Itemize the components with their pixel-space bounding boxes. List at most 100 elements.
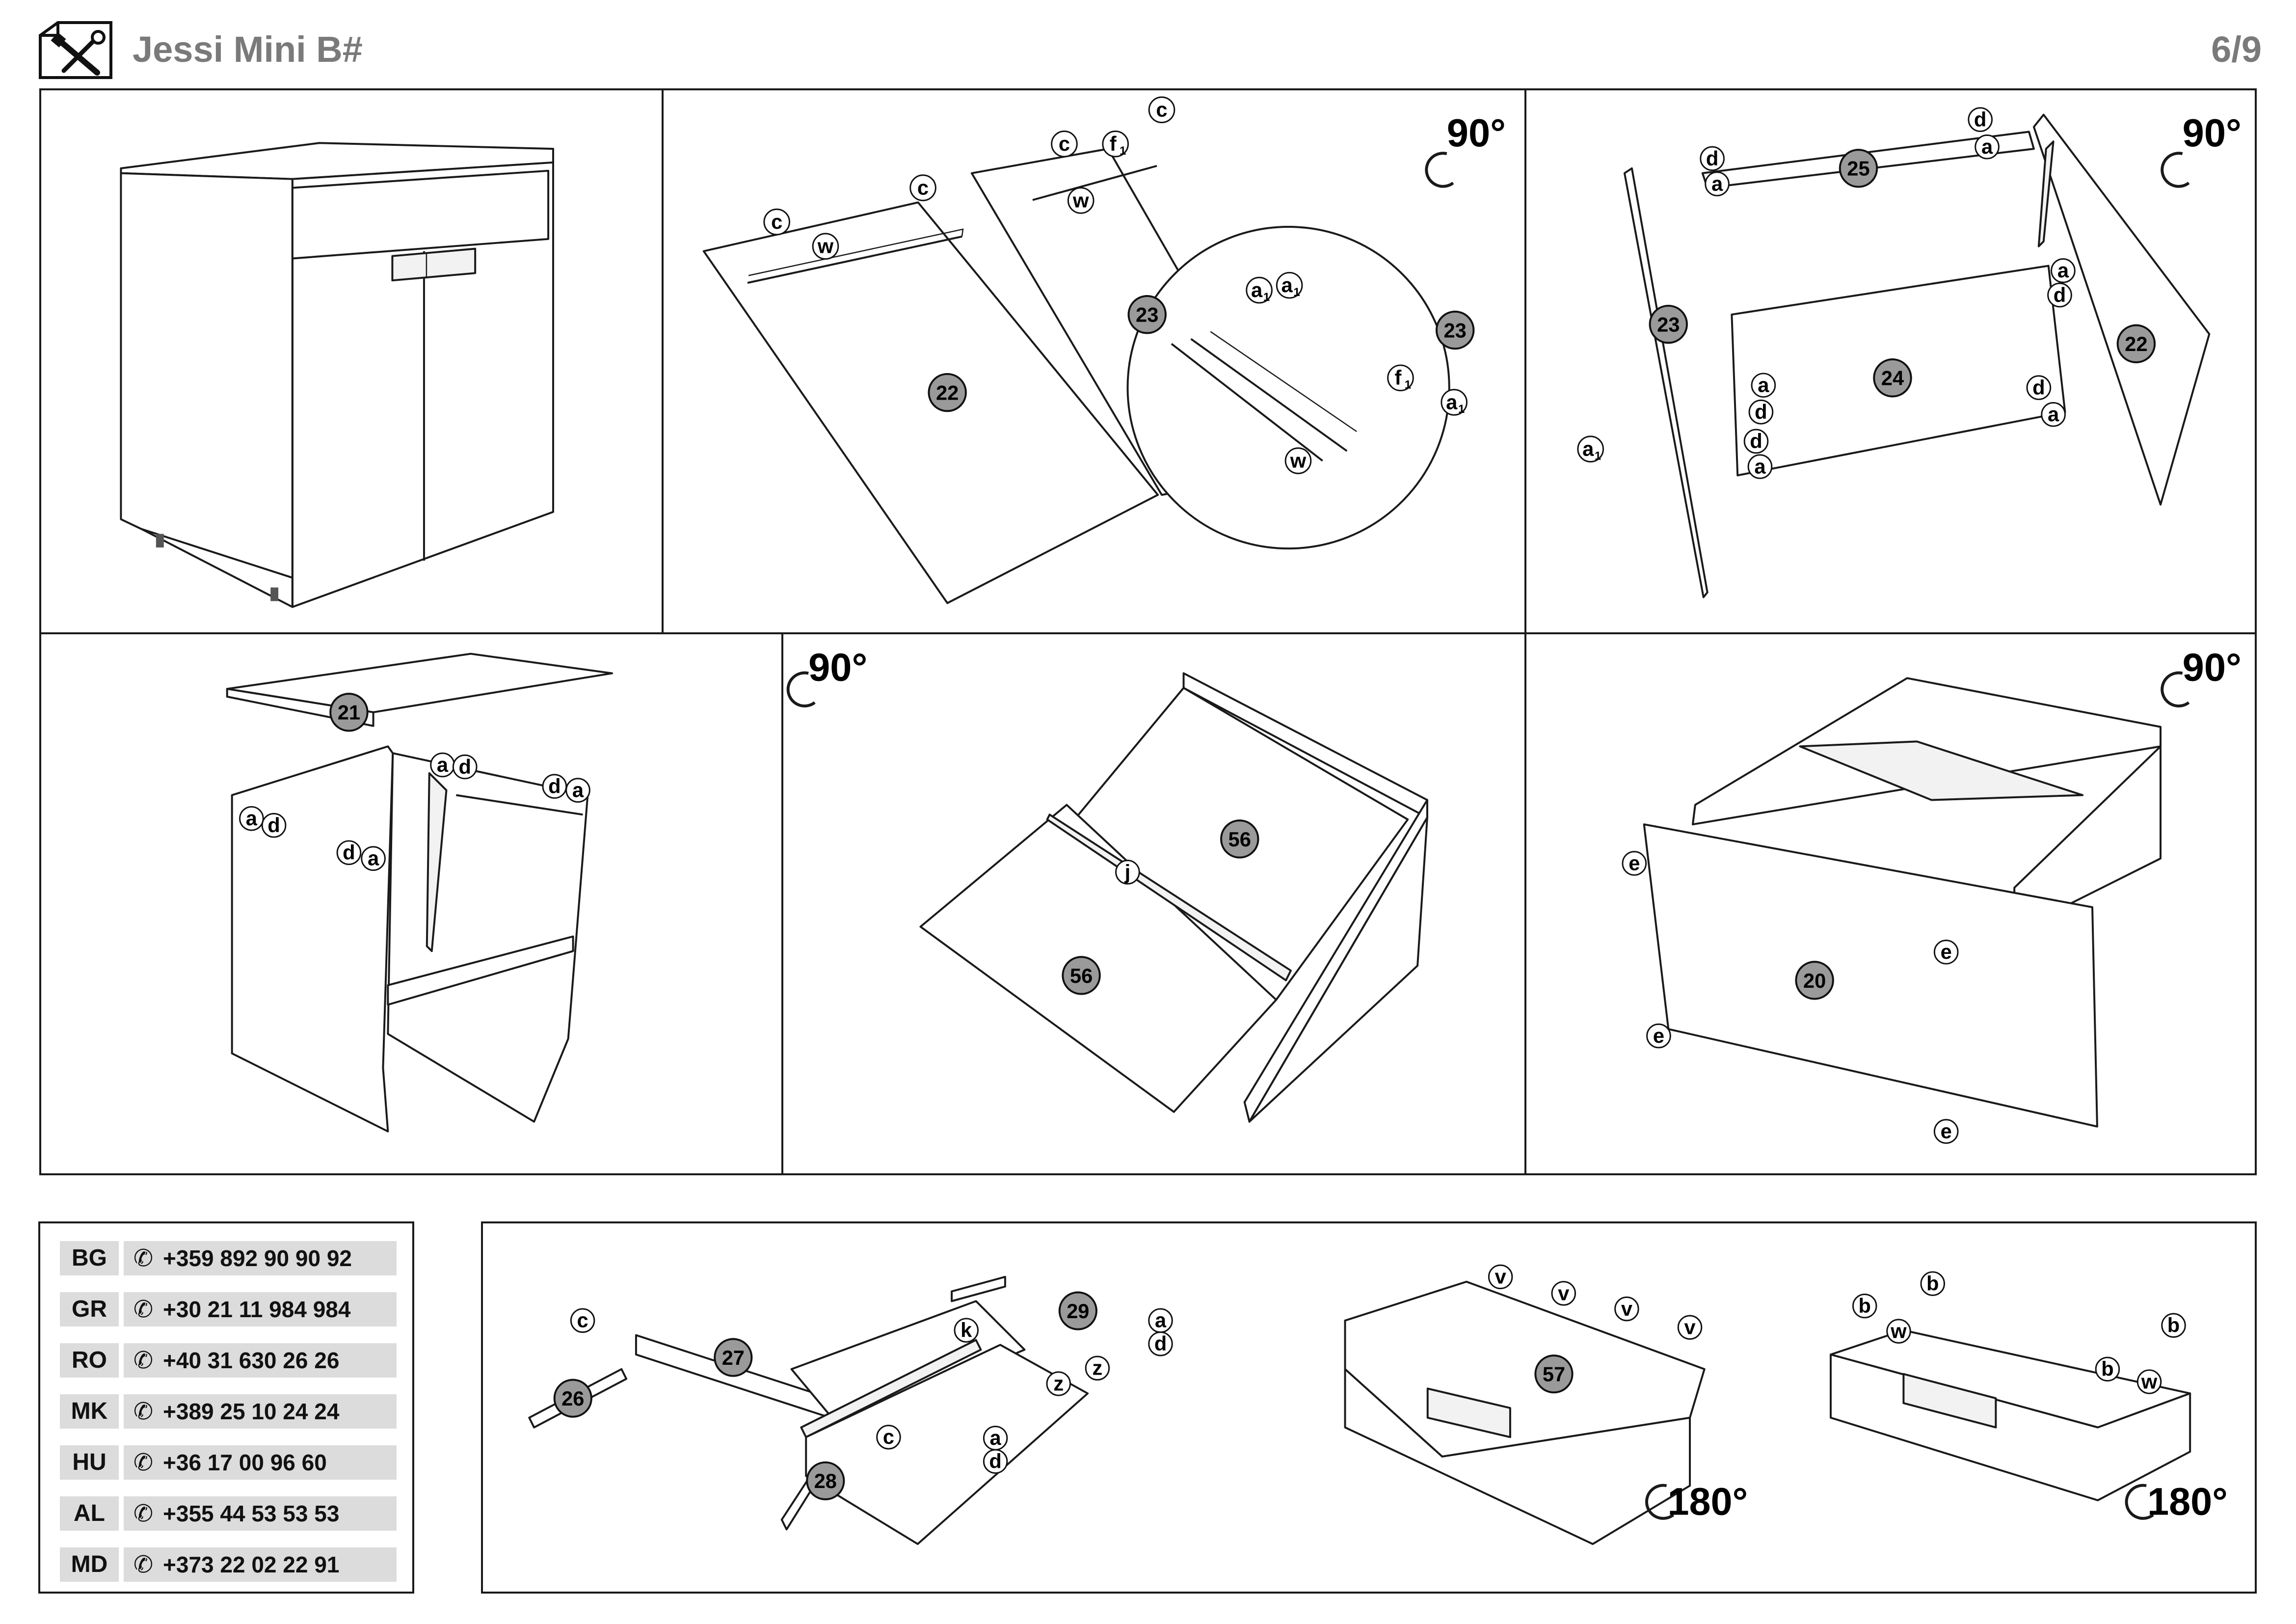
support-contacts-table: BG ✆+359 892 90 90 92 GR ✆+30 21 11 984 … — [38, 1221, 414, 1594]
svg-text:d: d — [267, 813, 280, 837]
svg-text:c: c — [1156, 98, 1167, 121]
svg-text:23: 23 — [1136, 303, 1158, 326]
hardware-label-e: e — [1646, 1023, 1671, 1049]
svg-text:e: e — [1653, 1024, 1664, 1047]
svg-text:20: 20 — [1803, 969, 1826, 992]
svg-text:f: f — [1395, 366, 1402, 389]
hardware-label-v: v — [1488, 1264, 1513, 1290]
country-code: AL — [60, 1496, 119, 1531]
hardware-label-d: d — [2047, 282, 2072, 308]
hardware-label-a: a — [1705, 171, 1730, 196]
svg-text:a: a — [1582, 437, 1594, 460]
svg-text:d: d — [458, 755, 471, 778]
hardware-label-a: a — [2041, 402, 2066, 427]
country-code: HU — [60, 1445, 119, 1480]
hardware-label-c: c — [763, 208, 790, 236]
svg-text:a: a — [1981, 135, 1993, 158]
hardware-label-d: d — [2026, 375, 2052, 400]
svg-text:c: c — [883, 1425, 894, 1448]
phone-icon: ✆ — [133, 1399, 154, 1425]
part-number-20: 20 — [1795, 961, 1834, 1000]
shelves-illustration: 56 56 j 90° — [786, 645, 1428, 1123]
svg-text:v: v — [1495, 1265, 1506, 1288]
svg-text:27: 27 — [722, 1346, 745, 1369]
finished-cabinet-illustration — [120, 142, 555, 608]
part-number-26: 26 — [553, 1379, 592, 1418]
hardware-label-b: b — [2161, 1313, 2186, 1338]
hardware-label-d: d — [1968, 107, 1993, 132]
phone-number: ✆+355 44 53 53 53 — [124, 1496, 397, 1531]
hardware-label-d: d — [261, 812, 287, 838]
hardware-label-d: d — [542, 774, 567, 799]
svg-text:1: 1 — [1595, 450, 1601, 463]
svg-text:a: a — [2057, 259, 2069, 282]
hardware-label-w: w — [1886, 1319, 1911, 1344]
door-illustration: 20 e e e e 90° — [1622, 645, 2242, 1144]
panel-step-door: 20 e e e e 90° — [1524, 632, 2257, 1175]
country-code: RO — [60, 1343, 119, 1378]
hardware-label-d: d — [1743, 429, 1769, 454]
svg-text:a: a — [1251, 278, 1263, 301]
panel-step-drawer: 26 27 28 29 57 c c k a d z z a d v v v v… — [481, 1221, 2257, 1594]
svg-text:v: v — [1684, 1316, 1695, 1339]
svg-text:w: w — [1290, 449, 1307, 472]
hardware-label-d: d — [1148, 1331, 1173, 1356]
svg-text:a: a — [1281, 273, 1293, 297]
svg-text:a: a — [572, 779, 584, 802]
svg-text:a: a — [1155, 1309, 1167, 1332]
svg-text:a: a — [437, 753, 449, 776]
hardware-label-c: c — [909, 174, 936, 201]
svg-text:a: a — [1758, 374, 1769, 397]
hardware-label-z: z — [1046, 1371, 1071, 1396]
svg-text:d: d — [1706, 147, 1718, 170]
hardware-label-c: c — [1051, 130, 1078, 158]
svg-text:c: c — [771, 210, 782, 233]
svg-text:1: 1 — [1120, 144, 1126, 158]
svg-text:90°: 90° — [2183, 111, 2242, 155]
svg-text:v: v — [1621, 1297, 1632, 1320]
svg-text:90°: 90° — [1447, 111, 1506, 155]
rotate-90-icon: 90° — [786, 645, 867, 707]
svg-text:1: 1 — [1458, 403, 1465, 416]
svg-text:a: a — [368, 847, 379, 870]
svg-text:d: d — [1154, 1332, 1167, 1355]
phone-number: ✆+359 892 90 90 92 — [124, 1241, 397, 1275]
svg-text:57: 57 — [1543, 1363, 1565, 1386]
hardware-label-e: e — [1622, 851, 1647, 876]
svg-text:21: 21 — [338, 701, 360, 724]
svg-text:b: b — [2167, 1314, 2180, 1337]
rotate-180-icon: 180° — [1645, 1480, 1748, 1523]
phone-number: ✆+36 17 00 96 60 — [124, 1445, 397, 1480]
hardware-label-w: w — [812, 233, 839, 260]
hardware-label-w: w — [1284, 447, 1312, 474]
phone-number: ✆+30 21 11 984 984 — [124, 1292, 397, 1326]
phone-icon: ✆ — [133, 1450, 154, 1476]
svg-text:d: d — [1755, 400, 1767, 423]
part-number-57: 57 — [1534, 1354, 1574, 1394]
hardware-label-j: j — [1115, 860, 1140, 885]
hardware-label-a: a — [239, 806, 264, 831]
svg-text:d: d — [343, 841, 355, 864]
hardware-label-k: k — [954, 1318, 979, 1343]
svg-text:d: d — [2054, 283, 2066, 306]
svg-text:z: z — [1053, 1372, 1064, 1395]
svg-text:z: z — [1093, 1356, 1103, 1380]
part-number-25: 25 — [1839, 149, 1878, 188]
phone-number: ✆+373 22 02 22 91 — [124, 1547, 397, 1582]
part-number-56: 56 — [1062, 956, 1101, 995]
svg-text:v: v — [1558, 1281, 1569, 1304]
hardware-label-b: b — [1920, 1271, 1945, 1296]
svg-text:a: a — [1711, 172, 1723, 195]
panel-step-shelves: 56 56 j 90° — [781, 632, 1526, 1175]
svg-text:23: 23 — [1657, 313, 1680, 336]
phone-icon: ✆ — [133, 1552, 154, 1578]
hardware-label-v: v — [1551, 1281, 1576, 1306]
part-number-22: 22 — [2116, 324, 2156, 363]
hardware-label-c: c — [876, 1425, 901, 1450]
country-code: BG — [60, 1241, 119, 1275]
